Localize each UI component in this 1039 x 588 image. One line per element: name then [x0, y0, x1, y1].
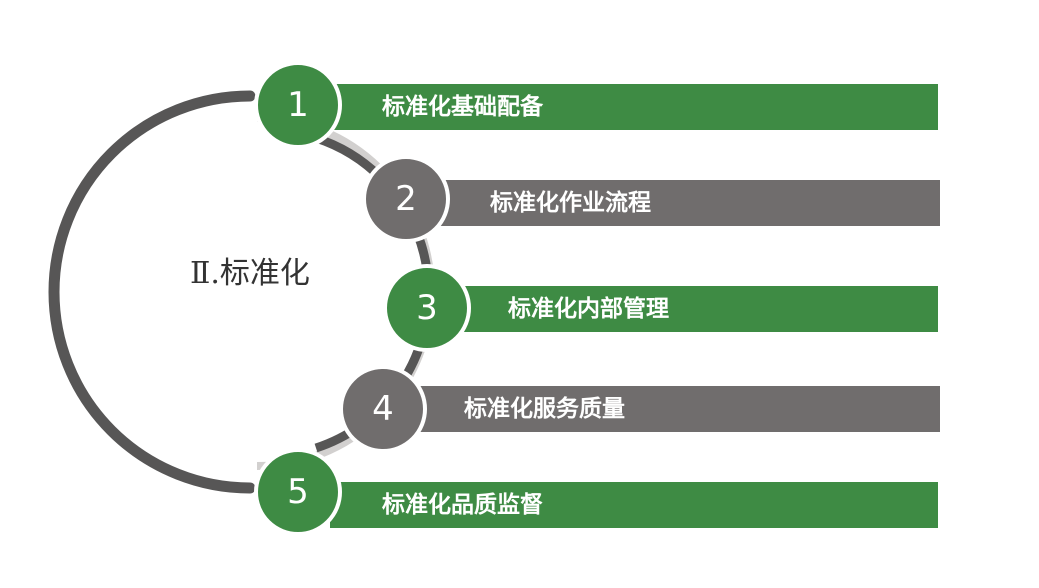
item-bar-4: 标准化服务质量: [418, 386, 940, 432]
item-label-4: 标准化服务质量: [464, 396, 625, 422]
item-number-circle-1: 1: [254, 61, 342, 149]
center-title: Ⅱ.标准化: [190, 256, 310, 291]
outer-arc: [48, 90, 256, 494]
item-number-3: 3: [416, 288, 438, 328]
item-bar-1: 标准化基础配备: [330, 84, 938, 130]
item-label-5: 标准化品质监督: [382, 492, 543, 518]
item-bar-3: 标准化内部管理: [462, 286, 938, 332]
item-number-circle-3: 3: [383, 264, 471, 352]
item-number-circle-2: 2: [362, 155, 450, 243]
item-label-3: 标准化内部管理: [508, 296, 669, 322]
item-bar-2: 标准化作业流程: [440, 180, 940, 226]
item-number-5: 5: [287, 472, 309, 512]
item-label-2: 标准化作业流程: [490, 190, 651, 216]
item-number-circle-4: 4: [339, 365, 427, 453]
item-bar-5: 标准化品质监督: [330, 482, 938, 528]
item-number-circle-5: 5: [254, 448, 342, 536]
inner-dark-arc: [314, 133, 433, 453]
item-label-1: 标准化基础配备: [382, 94, 543, 120]
item-number-2: 2: [395, 179, 417, 219]
item-number-1: 1: [287, 85, 309, 125]
item-number-4: 4: [372, 389, 394, 429]
